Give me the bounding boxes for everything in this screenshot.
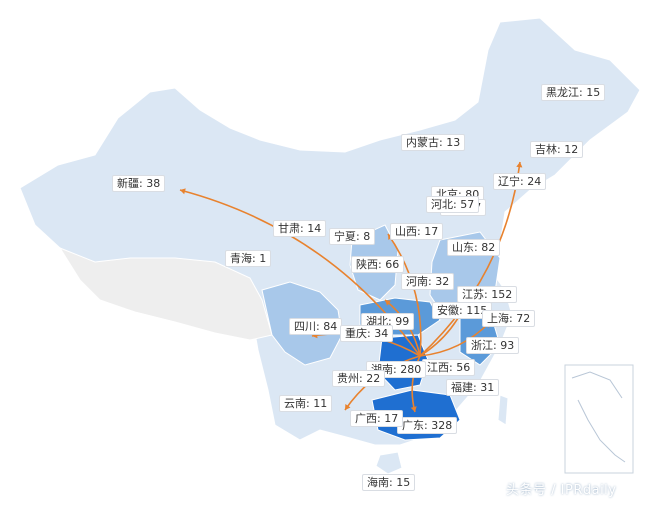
region-label-xinjiang: 新疆: 38 [112, 175, 166, 192]
region-label-henan: 河南: 32 [401, 273, 455, 290]
region-label-zhejiang: 浙江: 93 [466, 337, 520, 354]
route-line-liaoning [419, 161, 521, 357]
region-label-hebei: 河北: 57 [426, 196, 480, 213]
region-label-sichuan: 四川: 84 [289, 318, 343, 335]
region-label-yunnan: 云南: 11 [279, 395, 333, 412]
route-arrowhead-liaoning [516, 162, 523, 168]
region-label-gansu: 甘肃: 14 [273, 220, 327, 237]
route-arrowhead-guangdong [410, 406, 417, 412]
region-label-guangdong: 广东: 328 [397, 417, 458, 434]
region-label-jiangsu: 江苏: 152 [457, 286, 518, 303]
route-line-shanxi [387, 233, 422, 357]
watermark: 头条号 / IPRdaily [506, 483, 617, 498]
region-label-qinghai: 青海: 1 [225, 250, 272, 267]
region-label-hubei: 湖北: 99 [361, 313, 415, 330]
region-label-jiangxi: 江西: 56 [422, 359, 476, 376]
route-arrowhead-shaanxi [385, 300, 391, 306]
taiwan-region [497, 394, 509, 426]
region-label-heilongjiang: 黑龙江: 15 [541, 84, 606, 101]
region-label-shaanxi: 陕西: 66 [351, 256, 405, 273]
inset-islands [571, 371, 626, 463]
region-label-fujian: 福建: 31 [446, 379, 500, 396]
route-line-shanghai [419, 321, 491, 357]
south-china-sea-inset [564, 364, 634, 474]
region-label-hainan: 海南: 15 [362, 474, 416, 491]
route-arrowhead-xinjiang [180, 188, 186, 195]
region-label-shandong: 山东: 82 [447, 239, 501, 256]
region-label-shanxi: 山西: 17 [390, 223, 444, 240]
region-label-neimenggu: 内蒙古: 13 [401, 134, 466, 151]
region-label-chongqing: 重庆: 34 [340, 325, 394, 342]
route-arrowhead-guangxi [345, 404, 351, 410]
hainan-region [375, 451, 403, 475]
region-label-ningxia: 宁夏: 8 [329, 228, 376, 245]
region-label-shanghai: 上海: 72 [482, 310, 536, 327]
region-label-guangxi: 广西: 17 [350, 410, 404, 427]
region-label-jilin: 吉林: 12 [530, 141, 584, 158]
region-label-liaoning: 辽宁: 24 [493, 173, 547, 190]
region-label-guizhou: 贵州: 22 [332, 370, 386, 387]
